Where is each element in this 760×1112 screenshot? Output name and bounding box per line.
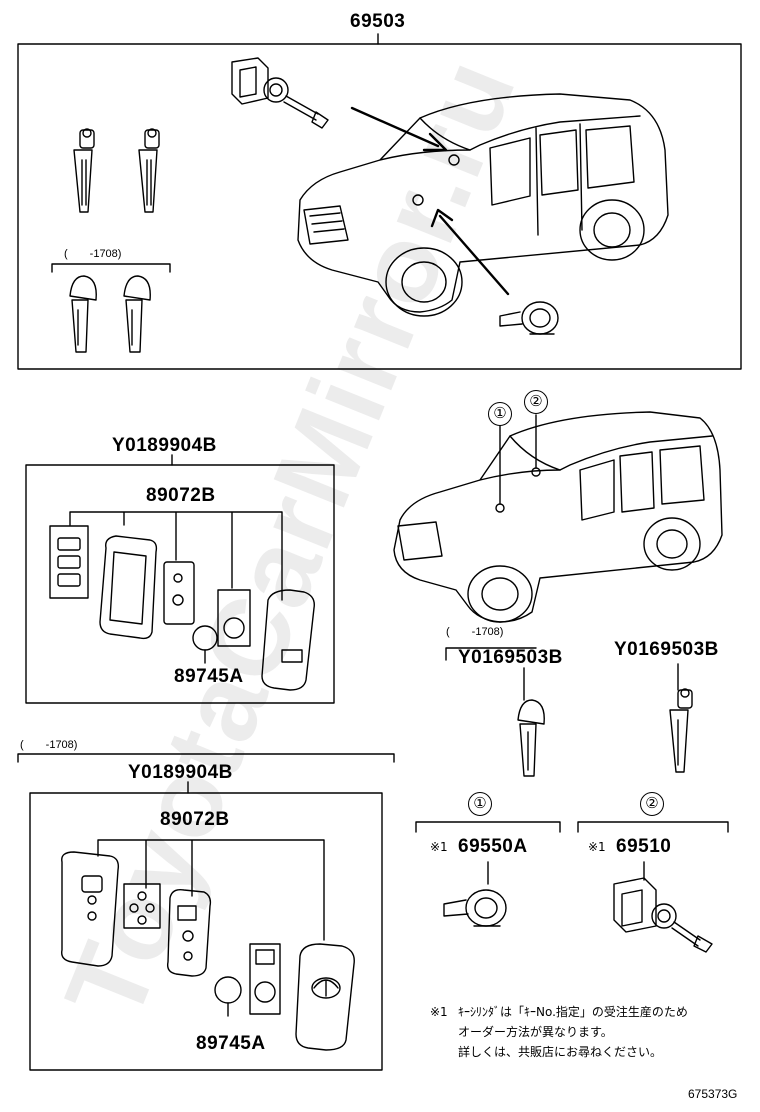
part-number-key-b[interactable]: Y0169503B xyxy=(614,639,719,660)
part-number-smart-key-b[interactable]: Y0189904B xyxy=(128,762,233,783)
date-range-key-a: ( -1708) xyxy=(446,626,504,638)
date-range-smart-key-b: ( -1708) xyxy=(20,739,78,751)
button-pad-icon xyxy=(123,883,161,929)
footnote-mark: ※1 xyxy=(430,1005,448,1019)
part-number-door-cylinder[interactable]: 69550A xyxy=(458,836,528,857)
part-number-69503[interactable]: 69503 xyxy=(350,11,406,32)
callout-detail-two: ② xyxy=(640,792,664,816)
key-icon xyxy=(138,128,160,213)
button-pad-icon xyxy=(49,525,89,599)
callout-two: ② xyxy=(524,390,548,414)
battery-holder-icon xyxy=(249,943,281,1015)
key-frame-icon xyxy=(99,535,158,640)
date-range-top-keys: ( -1708) xyxy=(64,248,122,260)
callout-detail-one: ① xyxy=(468,792,492,816)
key-cover-icon xyxy=(61,851,120,967)
frame-69503 xyxy=(17,43,742,370)
key-icon xyxy=(69,275,97,353)
part-number-smart-key-a[interactable]: Y0189904B xyxy=(112,435,217,456)
key-cover-icon xyxy=(295,943,355,1051)
part-number-housing-a[interactable]: 89072B xyxy=(146,485,216,506)
callout-one: ① xyxy=(488,402,512,426)
circuit-board-icon xyxy=(166,888,212,977)
key-icon xyxy=(517,699,545,777)
vehicle-illustration-top xyxy=(297,93,669,317)
mark-door-cylinder: ※1 xyxy=(430,840,448,854)
footnote-line-3: 詳しくは、共販店にお尋ねください。 xyxy=(458,1045,663,1059)
part-number-battery-b[interactable]: 89745A xyxy=(196,1033,266,1054)
battery-icon xyxy=(214,976,242,1004)
ignition-cylinder-icon xyxy=(231,57,329,129)
frame-smart-key-a xyxy=(25,464,335,704)
circuit-board-icon xyxy=(163,561,195,625)
battery-holder-icon xyxy=(217,589,251,647)
part-number-key-a[interactable]: Y0169503B xyxy=(458,647,563,668)
key-icon xyxy=(669,688,693,773)
key-cover-icon xyxy=(261,589,315,691)
part-number-ignition-cylinder[interactable]: 69510 xyxy=(616,836,672,857)
key-icon xyxy=(73,128,95,213)
door-cylinder-icon xyxy=(443,889,507,927)
key-icon xyxy=(123,275,151,353)
illustration-code: 675373G xyxy=(688,1087,738,1101)
frame-smart-key-b xyxy=(29,792,383,1071)
footnote-line-1: ｷｰｼﾘﾝﾀﾞは「ｷｰNo.指定」の受注生産のため xyxy=(458,1005,688,1019)
footnote-line-2: オーダー方法が異なります。 xyxy=(458,1025,613,1039)
part-number-battery-a[interactable]: 89745A xyxy=(174,666,244,687)
door-cylinder-icon xyxy=(499,301,559,335)
ignition-cylinder-icon xyxy=(613,877,713,953)
mark-ignition-cylinder: ※1 xyxy=(588,840,606,854)
part-number-housing-b[interactable]: 89072B xyxy=(160,809,230,830)
vehicle-illustration-middle xyxy=(393,411,723,623)
